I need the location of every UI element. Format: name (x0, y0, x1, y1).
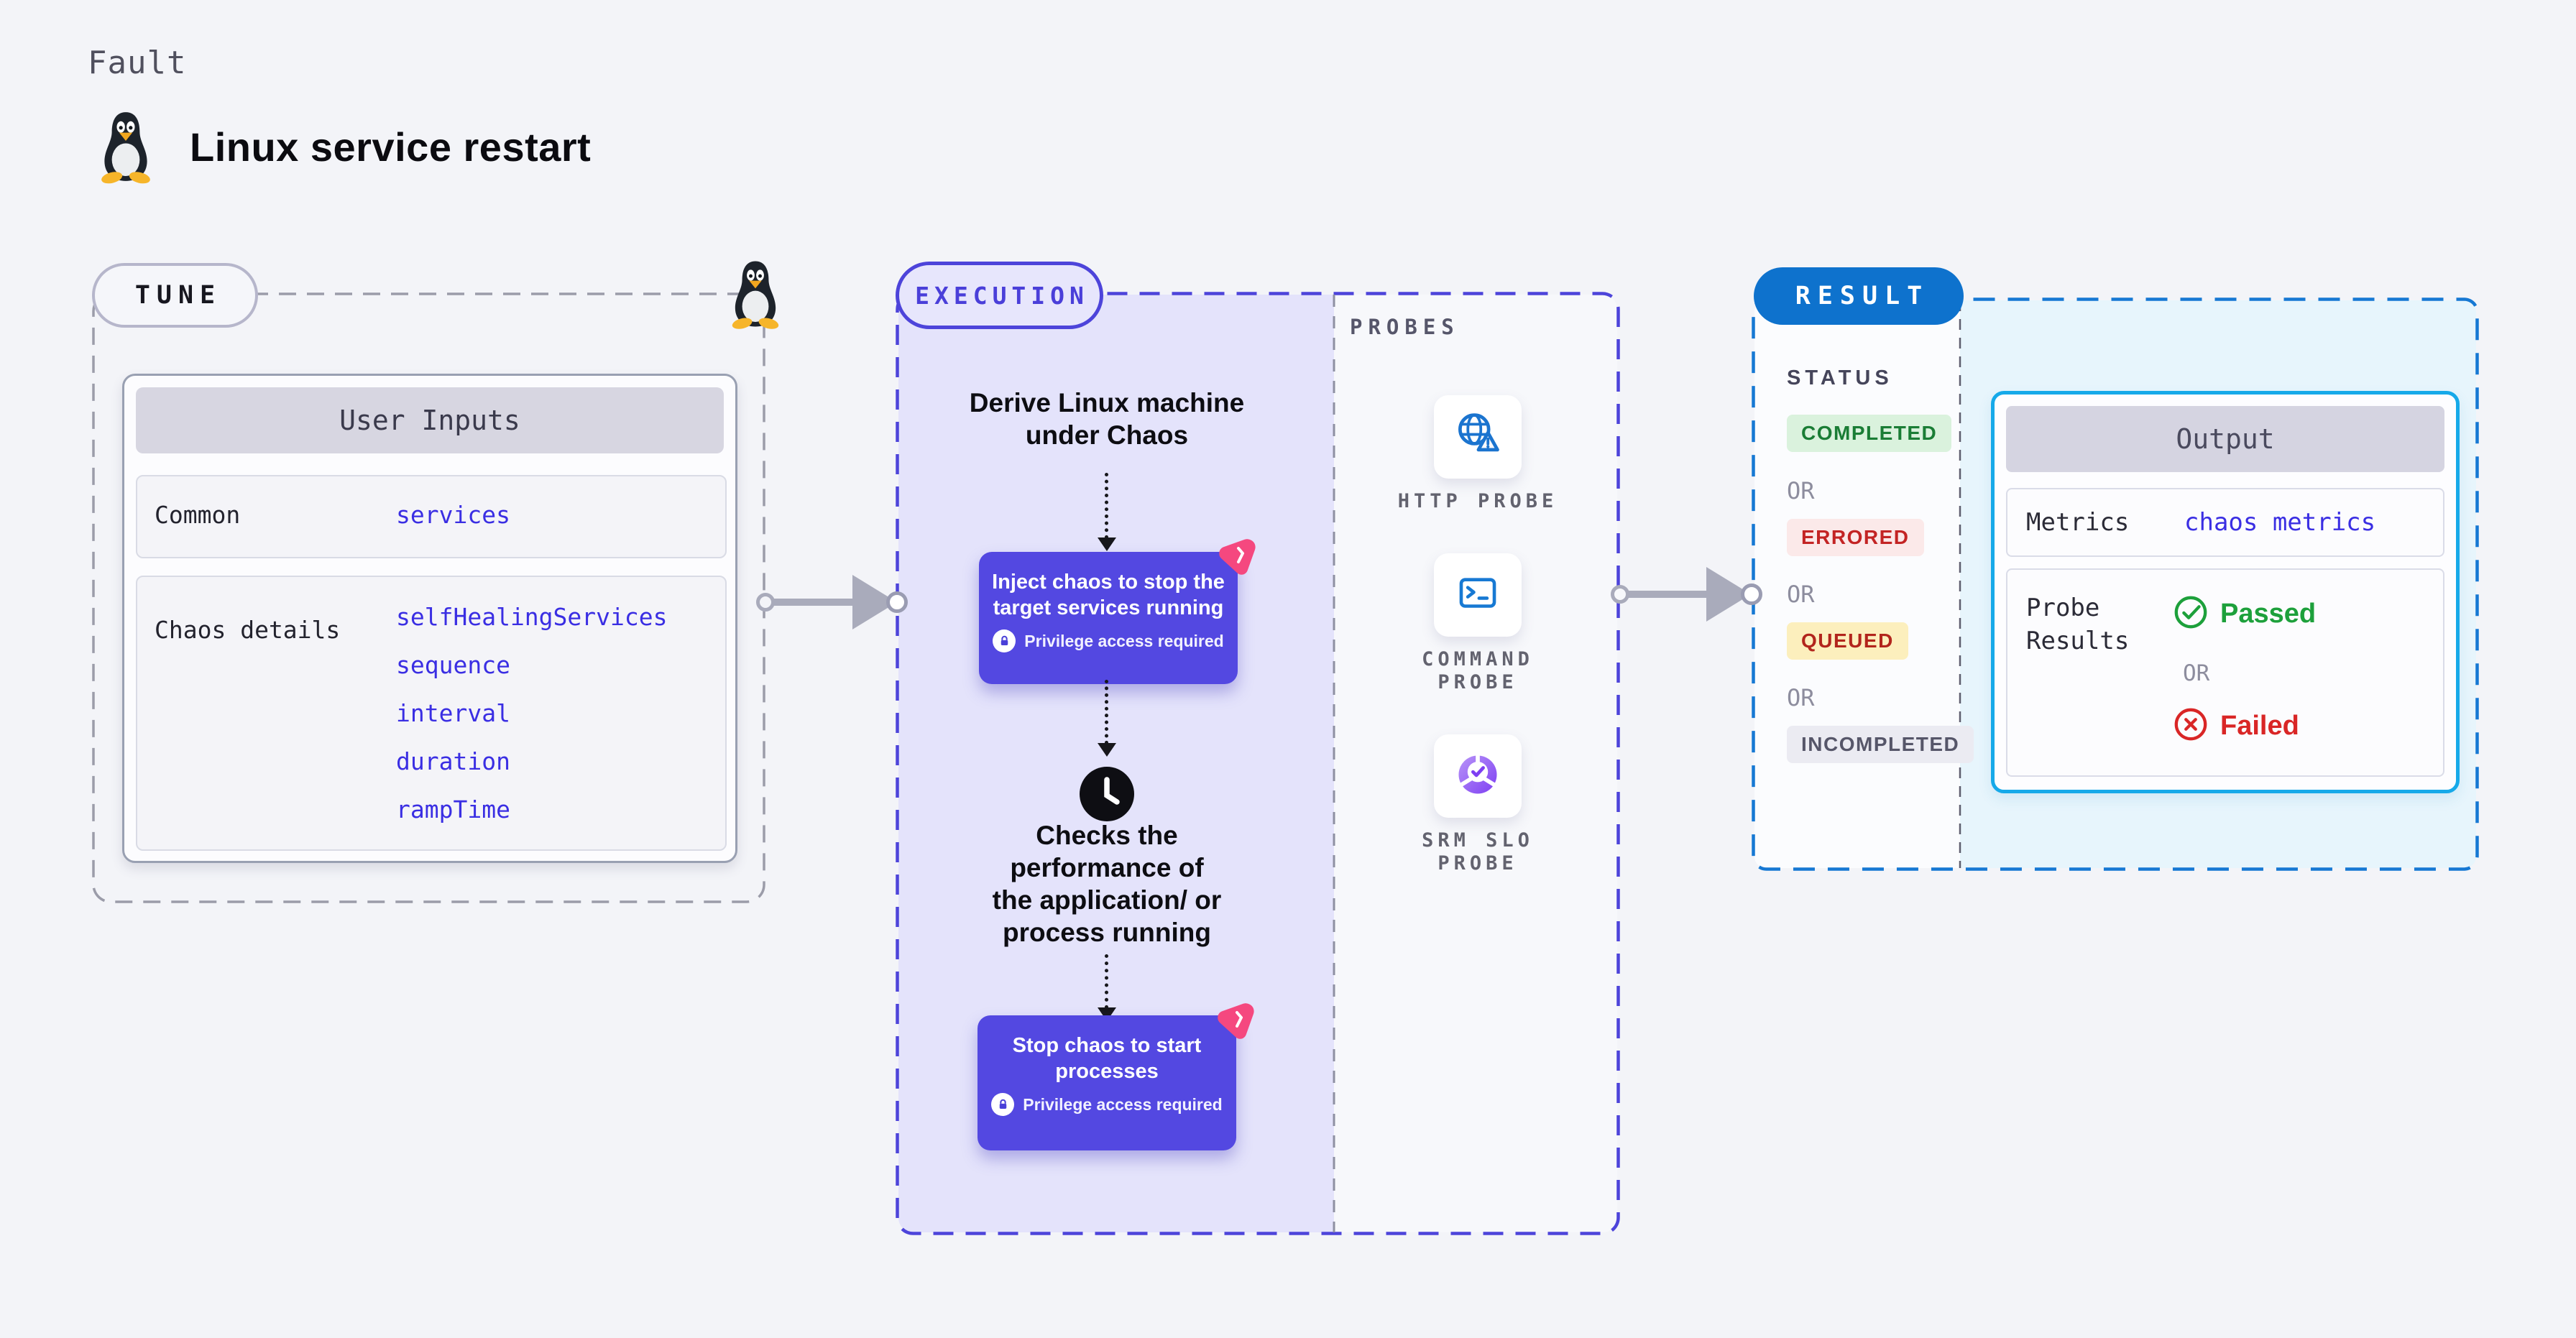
command-probe-label-line2: PROBE (1438, 671, 1518, 693)
lock-icon (993, 629, 1016, 652)
connector-end-dot (886, 591, 908, 613)
probe-results-label: Probe Results (2026, 591, 2129, 658)
srm-slo-probe-card (1434, 734, 1522, 818)
command-probe-label: COMMAND PROBE (1370, 648, 1586, 694)
tux-penguin-icon-small (727, 259, 783, 329)
probes-to-result-arrow (1622, 591, 1709, 598)
tune-section-label: TUNE (92, 263, 258, 328)
status-badge-queued: QUEUED (1787, 622, 1908, 660)
param-interval: interval (396, 699, 510, 727)
command-probe-card (1434, 553, 1522, 637)
param-sequence: sequence (396, 651, 510, 679)
slo-donut-icon (1452, 749, 1504, 804)
checks-line3: the application/ or (992, 885, 1222, 915)
terminal-icon (1453, 568, 1503, 622)
flow-dotted-line-2 (1105, 680, 1108, 744)
connector-start-dot (756, 593, 775, 612)
execution-section-label: EXECUTION (896, 262, 1103, 329)
check-circle-icon (2173, 594, 2209, 634)
inject-chaos-node: Inject chaos to stop the target services… (979, 552, 1238, 684)
passed-label: Passed (2220, 599, 2317, 629)
or-separator: OR (1787, 581, 1815, 608)
srm-slo-probe-label-line1: SRM SLO (1422, 829, 1534, 852)
derive-machine-step: Derive Linux machine under Chaos (942, 387, 1272, 451)
failed-label: Failed (2220, 711, 2299, 741)
flow-dotted-line-1 (1105, 473, 1108, 539)
checks-line2: performance of (1010, 853, 1204, 882)
flow-arrowhead-1 (1098, 537, 1116, 551)
user-inputs-card: User Inputs Common services Chaos detail… (122, 374, 737, 863)
stop-chaos-node: Stop chaos to start processes Privilege … (978, 1015, 1236, 1150)
status-badge-errored: ERRORED (1787, 519, 1924, 556)
command-probe-label-line1: COMMAND (1422, 648, 1534, 670)
metrics-value: chaos metrics (2184, 508, 2376, 537)
status-background (1754, 300, 1960, 868)
probe-results-label-line1: Probe (2026, 594, 2100, 622)
fault-kicker: Fault (88, 45, 187, 81)
chaos-logo-icon (1215, 535, 1258, 578)
or-separator: OR (1787, 684, 1815, 711)
lock-icon (991, 1093, 1015, 1116)
x-circle-icon (2173, 706, 2209, 746)
status-badge-incompleted: INCOMPLETED (1787, 726, 1974, 763)
metrics-row: Metrics chaos metrics (2006, 488, 2444, 557)
chaos-details-row: Chaos details selfHealingServices sequen… (136, 576, 727, 851)
stop-chaos-line1: Stop chaos to start (1012, 1034, 1202, 1057)
tune-dashed-border (92, 292, 765, 903)
privilege-badge-text: Privilege access required (1024, 631, 1224, 650)
srm-slo-probe-label-line2: PROBE (1438, 852, 1518, 875)
srm-slo-probe-label: SRM SLO PROBE (1370, 829, 1586, 875)
passed-result: Passed (2173, 594, 2316, 634)
common-inputs-row: Common services (136, 475, 727, 558)
checks-line1: Checks the (1036, 821, 1178, 850)
page-title: Linux service restart (190, 124, 592, 170)
chaos-details-row-label: Chaos details (155, 616, 341, 644)
param-selfhealingservices: selfHealingServices (396, 603, 668, 631)
tune-to-execution-arrow (766, 599, 855, 606)
param-services: services (396, 501, 510, 529)
privilege-badge-text: Privilege access required (1023, 1094, 1223, 1114)
result-dashed-border (1752, 297, 2479, 871)
or-separator: OR (1787, 477, 1815, 504)
stop-chaos-line2: processes (1055, 1060, 1159, 1083)
param-duration: duration (396, 747, 510, 775)
output-card: Output Metrics chaos metrics Probe Resul… (1991, 391, 2460, 793)
execution-probes-dashed-border (896, 292, 1620, 1235)
flow-arrowhead-2 (1098, 743, 1116, 757)
globe-alert-icon (1452, 410, 1504, 465)
connector-end-dot (1741, 583, 1762, 605)
inject-chaos-line2: target services running (993, 596, 1224, 619)
http-probe-label-line: HTTP PROBE (1397, 490, 1558, 512)
or-separator: OR (2183, 660, 2210, 686)
user-inputs-title: User Inputs (136, 387, 724, 453)
http-probe-card (1434, 395, 1522, 479)
derive-machine-line1: Derive Linux machine (969, 388, 1245, 417)
failed-result: Failed (2173, 706, 2299, 746)
status-heading: STATUS (1787, 366, 1893, 389)
metrics-label: Metrics (2026, 508, 2130, 537)
probe-results-label-line2: Results (2026, 627, 2130, 655)
clock-icon (1079, 766, 1135, 822)
status-badge-completed: COMPLETED (1787, 415, 1952, 452)
param-ramptime: rampTime (396, 795, 510, 823)
flow-dotted-line-3 (1105, 954, 1108, 1009)
connector-start-dot (1611, 585, 1629, 604)
tux-penguin-icon (96, 109, 155, 184)
inject-chaos-line1: Inject chaos to stop the (992, 571, 1225, 594)
probes-section-label: PROBES (1350, 315, 1460, 339)
checks-performance-step: Checks the performance of the applicatio… (942, 819, 1272, 949)
probe-results-row: Probe Results Passed OR (2006, 568, 2444, 777)
common-row-label: Common (155, 501, 241, 529)
http-probe-label: HTTP PROBE (1370, 490, 1586, 513)
checks-line4: process running (1003, 918, 1211, 947)
result-section-label: RESULT (1754, 267, 1964, 325)
output-title: Output (2006, 406, 2444, 472)
chaos-logo-icon (1213, 999, 1256, 1042)
derive-machine-line2: under Chaos (1025, 420, 1189, 450)
